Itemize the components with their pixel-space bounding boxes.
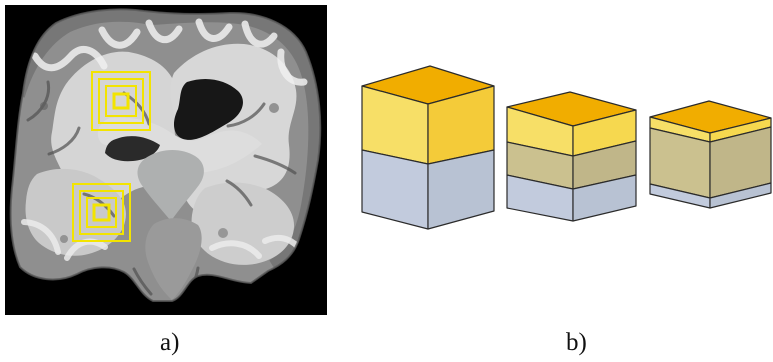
noise-spot [40,102,48,110]
noise-spot [269,103,279,113]
noise-spot [218,228,228,238]
cube-large-lower-front-face [362,150,428,229]
brain-slice-image [8,8,326,308]
cube-medium [507,92,636,221]
cube-large [362,66,494,229]
panel-label-a: a) [160,328,179,358]
cube-small [650,101,771,208]
stacked-cube-diagram [362,66,771,229]
mri-brain-panel [5,5,327,315]
noise-spot [60,235,68,243]
cube-large-lower-side-face [428,150,494,229]
panel-label-b: b) [566,328,587,358]
